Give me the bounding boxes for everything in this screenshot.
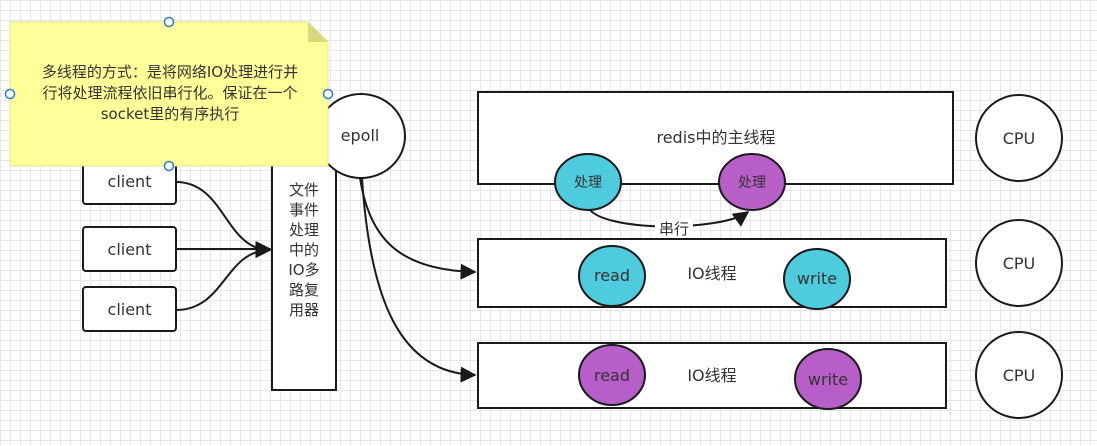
client-label-2: client (108, 240, 152, 259)
serial-label: 串行 (659, 220, 689, 238)
sticky-note-fold (308, 22, 328, 42)
sticky-note[interactable] (9, 21, 329, 167)
note-line-2: 行将处理流程依旧串行化。保证在一个 (42, 84, 298, 102)
main-thread-box[interactable] (477, 91, 954, 185)
read-label-2: read (594, 366, 630, 385)
main-thread-label: redis中的主线程 (656, 128, 775, 147)
process-ellipse-purple[interactable] (718, 153, 786, 211)
note-line-1: 多线程的方式：是将网络IO处理进行并 (41, 63, 299, 81)
io-thread-box-2[interactable] (477, 342, 947, 409)
selection-handle-bottom[interactable] (163, 160, 175, 172)
selection-handle-left[interactable] (4, 88, 16, 100)
multiplexer-line-1: 文件 (289, 181, 319, 199)
note-line-3: socket里的有序执行 (100, 105, 240, 123)
multiplexer-line-7: 用器 (289, 301, 319, 319)
edge-client1-multiplexer (175, 181, 272, 258)
write-label-1: write (797, 269, 837, 288)
write-ellipse-1[interactable] (783, 248, 851, 310)
selection-handle-right[interactable] (322, 88, 334, 100)
io-thread-label-1: IO线程 (687, 264, 736, 283)
write-label-2: write (808, 370, 848, 389)
cpu-circle-2[interactable] (975, 219, 1063, 307)
read-ellipse-2[interactable] (578, 344, 646, 406)
io-thread-label-2: IO线程 (687, 366, 736, 385)
client-label-3: client (108, 300, 152, 319)
multiplexer-line-3: 处理 (289, 221, 319, 239)
read-label-1: read (594, 266, 630, 285)
read-ellipse-1[interactable] (578, 245, 646, 307)
process-label-right: 处理 (738, 175, 766, 191)
cpu-circle-3[interactable] (975, 331, 1063, 419)
serial-label-bg (655, 218, 693, 238)
cpu-label-2: CPU (1003, 254, 1036, 273)
process-label-left: 处理 (574, 175, 602, 191)
multiplexer-line-4: 中的 (289, 241, 319, 259)
process-ellipse-cyan[interactable] (554, 153, 622, 211)
io-thread-box-1[interactable] (477, 238, 947, 308)
client-box-2[interactable] (82, 226, 177, 272)
edge-epoll-io-thread-2 (361, 177, 477, 383)
epoll-label: epoll (341, 126, 380, 145)
selection-handle-top[interactable] (163, 16, 175, 28)
client-box-3[interactable] (82, 286, 177, 332)
cpu-circle-1[interactable] (975, 94, 1063, 182)
cpu-label-1: CPU (1003, 129, 1036, 148)
edge-client3-multiplexer (175, 242, 272, 311)
multiplexer-line-2: 事件 (289, 201, 319, 219)
client-label-1: client (108, 172, 152, 191)
cpu-label-3: CPU (1003, 366, 1036, 385)
multiplexer-line-5: IO多 (288, 261, 319, 279)
sticky-note-text: 多线程的方式：是将网络IO处理进行并 行将处理流程依旧串行化。保证在一个 soc… (12, 62, 328, 125)
edge-epoll-io-thread-1 (359, 177, 477, 280)
write-ellipse-2[interactable] (794, 348, 862, 410)
multiplexer-line-6: 路复 (289, 281, 319, 299)
